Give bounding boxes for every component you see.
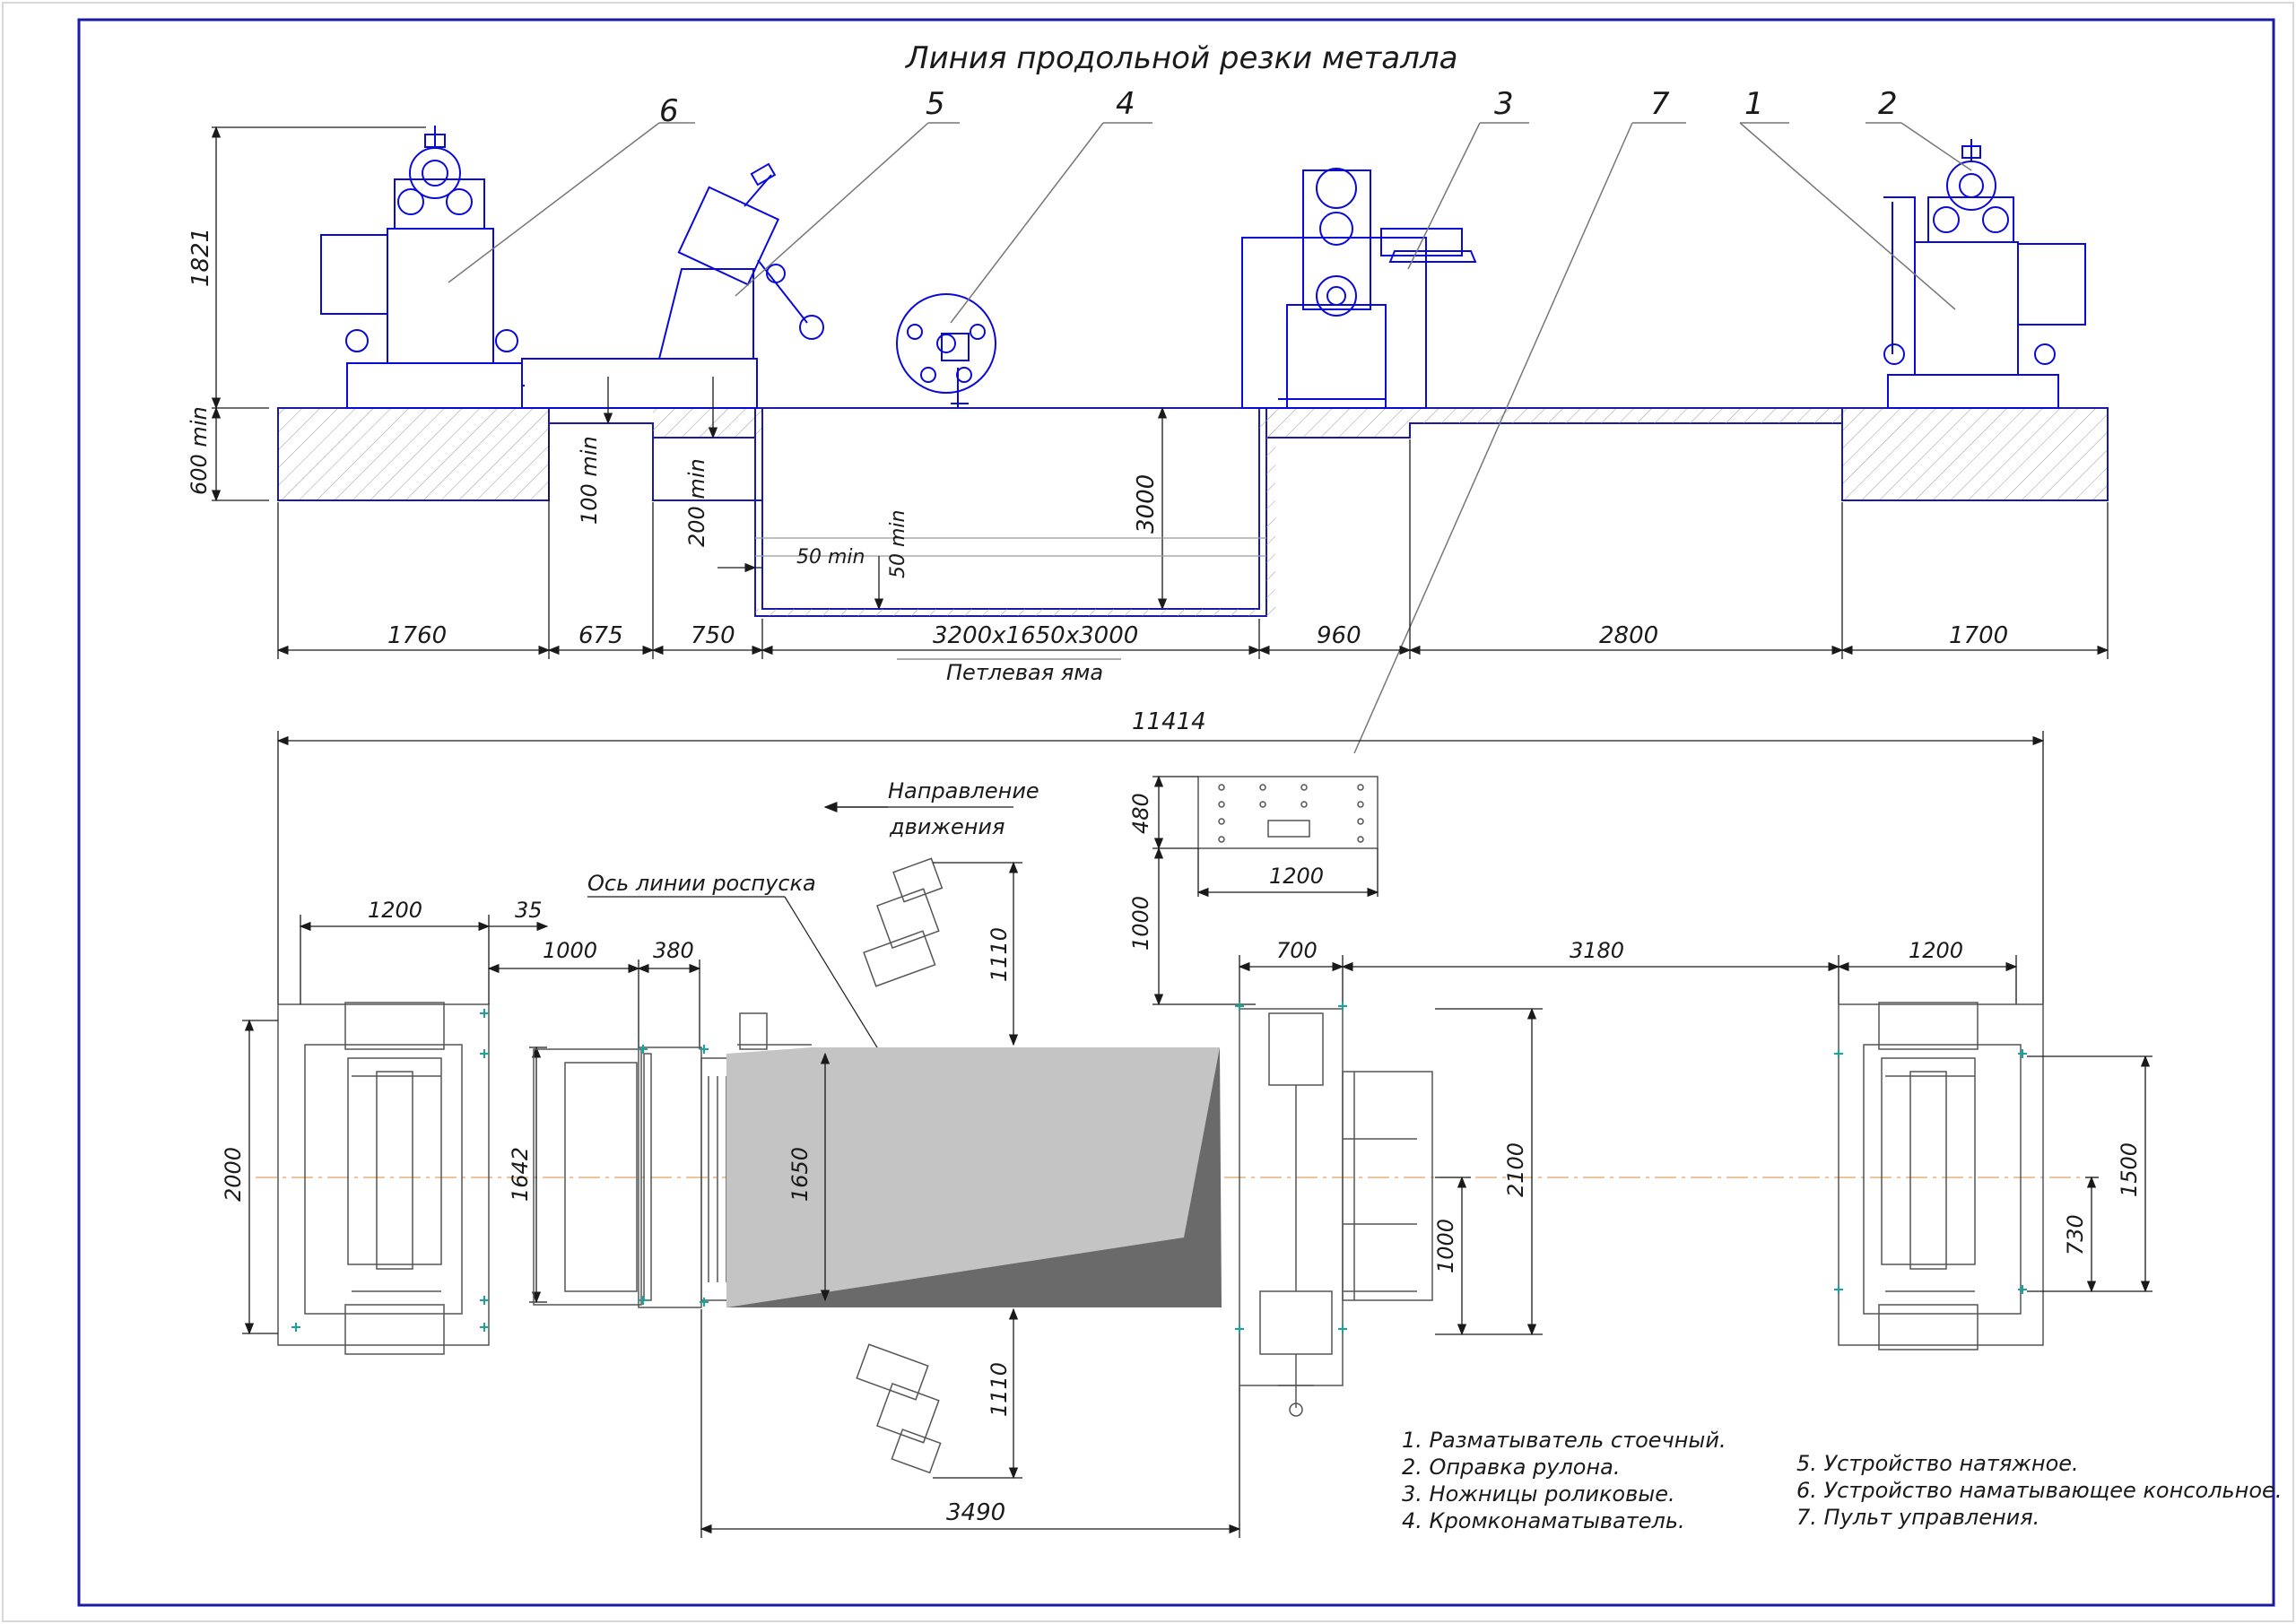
dim-top-1110: 1110 [987, 927, 1012, 982]
callout-1: 1 [1744, 86, 1764, 122]
machine-6-coiler [320, 126, 525, 409]
dim-left-1642: 1642 [508, 1147, 533, 1202]
dim-pit-size: 3200x1650x3000 [933, 622, 1138, 649]
machine-4-edge-winder [896, 293, 996, 408]
dim-3000: 3000 [1133, 474, 1160, 534]
direction-label-1: Направление [888, 778, 1039, 803]
callout-6: 6 [659, 93, 679, 129]
dim-r-700: 700 [1276, 938, 1318, 963]
dim-pit-1650: 1650 [787, 1147, 813, 1202]
edge-winder-bottom-plan [856, 1343, 942, 1474]
callout-leaders [448, 122, 1972, 754]
loop-pit-plan-dark [726, 1047, 1222, 1307]
loop-bridge [521, 358, 758, 409]
uncoiler-plan [1838, 1002, 2044, 1350]
callout-2: 2 [1878, 86, 1898, 122]
pit-caption: Петлевая яма [946, 660, 1103, 685]
anchor-marks [291, 1002, 2027, 1333]
legend-item-4: 4. Кромконаматыватель. [1402, 1508, 1685, 1533]
dim-r-2100: 2100 [1503, 1142, 1528, 1197]
inner-frame [77, 18, 2275, 1607]
legend-item-6: 6. Устройство наматывающее консольное. [1796, 1478, 2282, 1503]
dim-1700: 1700 [1949, 622, 2008, 649]
dim-50-v: 50 min [887, 510, 909, 578]
axis-label: Ось линии роспуска [587, 871, 816, 896]
legend-item-1: 1. Разматыватель стоечный. [1402, 1428, 1726, 1453]
coiler-plan [277, 1002, 490, 1355]
legend: 1. Разматыватель стоечный. 2. Оправка ру… [1402, 1428, 2282, 1533]
callout-3: 3 [1494, 86, 1514, 122]
dim-600: 600 min [187, 406, 212, 495]
dim-675: 675 [578, 622, 623, 649]
dim-3490: 3490 [946, 1499, 1005, 1526]
dim-r-730: 730 [2063, 1214, 2088, 1255]
legend-item-3: 3. Ножницы роликовые. [1402, 1481, 1675, 1507]
dim-100: 100 min [577, 436, 602, 525]
dim-console-1200: 1200 [1269, 864, 1324, 889]
legend-item-2: 2. Оправка рулона. [1402, 1455, 1621, 1480]
dim-r-1500: 1500 [2117, 1142, 2142, 1197]
legend-item-7: 7. Пульт управления. [1796, 1505, 2039, 1530]
direction-label-2: движения [889, 814, 1004, 839]
elevation-view: 6 5 4 3 7 1 2 1821 600 min 100 min 200 m… [187, 86, 2109, 754]
plan-view: 11414 480 1000 1200 Направление движения [221, 708, 2152, 1538]
dim-960: 960 [1317, 622, 1361, 649]
dim-r-1200: 1200 [1909, 938, 1963, 963]
drawing-title: Линия продольной резки металла [904, 40, 1457, 76]
dim-console-1000: 1000 [1128, 896, 1153, 951]
dim-bottom-1110: 1110 [987, 1362, 1012, 1417]
control-console-7 [1197, 776, 1378, 849]
slitter-plan [1239, 1008, 1433, 1417]
dim-left-1000: 1000 [543, 938, 597, 963]
dim-11414: 11414 [1132, 708, 1206, 735]
dim-480: 480 [1128, 793, 1153, 834]
callout-5: 5 [926, 86, 945, 122]
machine-3-slitter [1241, 168, 1477, 409]
machine-2-coil-mandrel [1946, 139, 1996, 211]
dim-left-380: 380 [653, 938, 694, 963]
machine-5-tensioner [657, 162, 824, 360]
callout-4: 4 [1116, 86, 1135, 122]
legend-item-5: 5. Устройство натяжное. [1796, 1451, 2079, 1476]
dim-200: 200 min [684, 458, 709, 547]
loop-pit-plan-light [726, 1047, 1220, 1307]
edge-winder-top-plan [863, 857, 944, 987]
dim-1760: 1760 [387, 622, 447, 649]
machine-1-uncoiler [1883, 196, 2086, 409]
dim-left-35: 35 [515, 898, 543, 923]
dim-750: 750 [691, 622, 735, 649]
dim-r-3180: 3180 [1570, 938, 1624, 963]
callout-7: 7 [1650, 86, 1670, 122]
dim-left-1200: 1200 [368, 898, 422, 923]
dim-left-2000: 2000 [221, 1147, 246, 1202]
dim-r-1000: 1000 [1433, 1219, 1458, 1273]
dim-2800: 2800 [1599, 622, 1658, 649]
dim-50-h: 50 min [796, 546, 865, 569]
dim-1821: 1821 [187, 228, 214, 287]
